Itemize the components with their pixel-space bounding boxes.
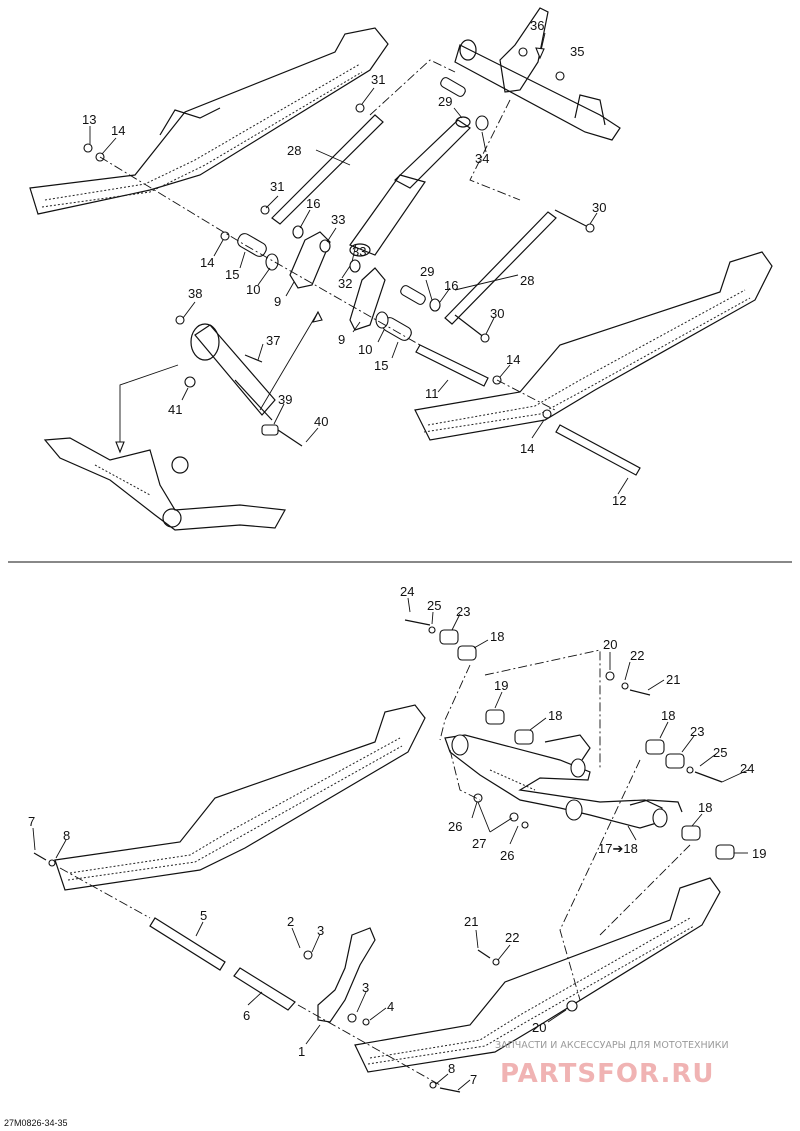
- label-10-right: 10: [358, 342, 372, 357]
- watermark-brand: PARTSFOR.RU: [500, 1059, 714, 1089]
- watermark-caption: ЗАПЧАСТИ И АКСЕССУАРЫ ДЛЯ МОТОТЕХНИКИ: [495, 1040, 729, 1051]
- label-18-mid: 18: [548, 708, 562, 723]
- label-9-left: 9: [274, 294, 281, 309]
- label-16-right: 16: [444, 278, 458, 293]
- top-shock: [349, 116, 471, 257]
- label-19-top: 19: [494, 678, 508, 693]
- label-34: 34: [475, 151, 489, 166]
- label-15-left: 15: [225, 267, 239, 282]
- label-20-top: 20: [603, 637, 617, 652]
- left-rail-top: [29, 27, 389, 215]
- label-18-right: 18: [661, 708, 675, 723]
- label-23-top: 23: [456, 604, 470, 619]
- label-22-top: 22: [630, 648, 644, 663]
- label-1: 1: [298, 1044, 305, 1059]
- label-41: 41: [168, 402, 182, 417]
- label-22-lower: 22: [505, 930, 519, 945]
- label-25-top: 25: [427, 598, 441, 613]
- label-8-lower: 8: [448, 1061, 455, 1076]
- label-4: 4: [387, 999, 394, 1014]
- top-cross-shaft: [454, 7, 621, 141]
- label-10-left: 10: [246, 282, 260, 297]
- label-7-lower: 7: [470, 1072, 477, 1087]
- label-14-right: 14: [506, 352, 520, 367]
- a-arm-17: [444, 734, 683, 829]
- label-28-upper: 28: [287, 143, 301, 158]
- label-26-left: 26: [448, 819, 462, 834]
- label-7-left: 7: [28, 814, 35, 829]
- rear-arm-bracket: [43, 437, 286, 531]
- right-rail-bottom: [354, 877, 721, 1073]
- label-31-upper: 31: [371, 72, 385, 87]
- label-14-bottom: 14: [520, 441, 534, 456]
- label-17-18: 17➔18: [598, 841, 638, 856]
- label-19-right: 19: [752, 846, 766, 861]
- tube-5: [149, 917, 226, 971]
- label-12: 12: [612, 493, 626, 508]
- label-36: 36: [530, 18, 544, 33]
- label-16-left: 16: [306, 196, 320, 211]
- label-35: 35: [570, 44, 584, 59]
- label-18-lower: 18: [698, 800, 712, 815]
- label-40: 40: [314, 414, 328, 429]
- document-reference: 27M0826-34-35: [4, 1118, 68, 1128]
- label-33-upper: 33: [331, 212, 345, 227]
- label-29-upper: 29: [438, 94, 452, 109]
- label-5: 5: [200, 908, 207, 923]
- label-38: 38: [188, 286, 202, 301]
- label-3-lower: 3: [362, 980, 369, 995]
- shaft-11: [415, 344, 489, 387]
- label-39: 39: [278, 392, 292, 407]
- label-24-right: 24: [740, 761, 754, 776]
- label-23-right: 23: [690, 724, 704, 739]
- label-6: 6: [243, 1008, 250, 1023]
- label-18-top: 18: [490, 629, 504, 644]
- lever-right: [349, 267, 386, 331]
- bottom-labels: 24 25 23 18 20 22 21 19 18 18 23 25 24 2…: [28, 584, 766, 1087]
- link-rod-lower: [444, 211, 557, 325]
- tube-6: [233, 967, 296, 1011]
- label-29-lower: 29: [420, 264, 434, 279]
- watermark: ЗАПЧАСТИ И АКСЕССУАРЫ ДЛЯ МОТОТЕХНИКИ PA…: [495, 1040, 729, 1089]
- label-3-upper: 3: [317, 923, 324, 938]
- label-21-lower: 21: [464, 914, 478, 929]
- label-25-right: 25: [713, 745, 727, 760]
- label-13: 13: [82, 112, 96, 127]
- label-20-lower: 20: [532, 1020, 546, 1035]
- label-26-right: 26: [500, 848, 514, 863]
- label-14-upper-left: 14: [111, 123, 125, 138]
- left-rail-bottom: [54, 704, 426, 891]
- bottom-assembly: [32, 597, 749, 1093]
- bolt-12: [555, 424, 641, 476]
- link-rod-upper: [271, 114, 384, 225]
- label-14-left: 14: [200, 255, 214, 270]
- label-32: 32: [338, 276, 352, 291]
- label-37: 37: [266, 333, 280, 348]
- top-assembly: [29, 7, 773, 531]
- lever-left: [289, 231, 331, 289]
- label-2: 2: [287, 914, 294, 929]
- label-31-lower: 31: [270, 179, 284, 194]
- label-30-upper: 30: [592, 200, 606, 215]
- label-28-lower: 28: [520, 273, 534, 288]
- label-33-lower: 33: [352, 244, 366, 259]
- top-labels: 36 35 31 29 13 14 28 34 31 16 33 30 14 1…: [82, 18, 626, 508]
- rear-shock-assembly: [175, 315, 303, 447]
- right-rail-top: [414, 251, 773, 441]
- bracket-1: [317, 927, 376, 1023]
- label-11: 11: [425, 386, 439, 401]
- label-21-top: 21: [666, 672, 680, 687]
- label-9-right: 9: [338, 332, 345, 347]
- label-8-left: 8: [63, 828, 70, 843]
- label-27: 27: [472, 836, 486, 851]
- label-15-right: 15: [374, 358, 388, 373]
- label-24-top: 24: [400, 584, 414, 599]
- label-30-lower: 30: [490, 306, 504, 321]
